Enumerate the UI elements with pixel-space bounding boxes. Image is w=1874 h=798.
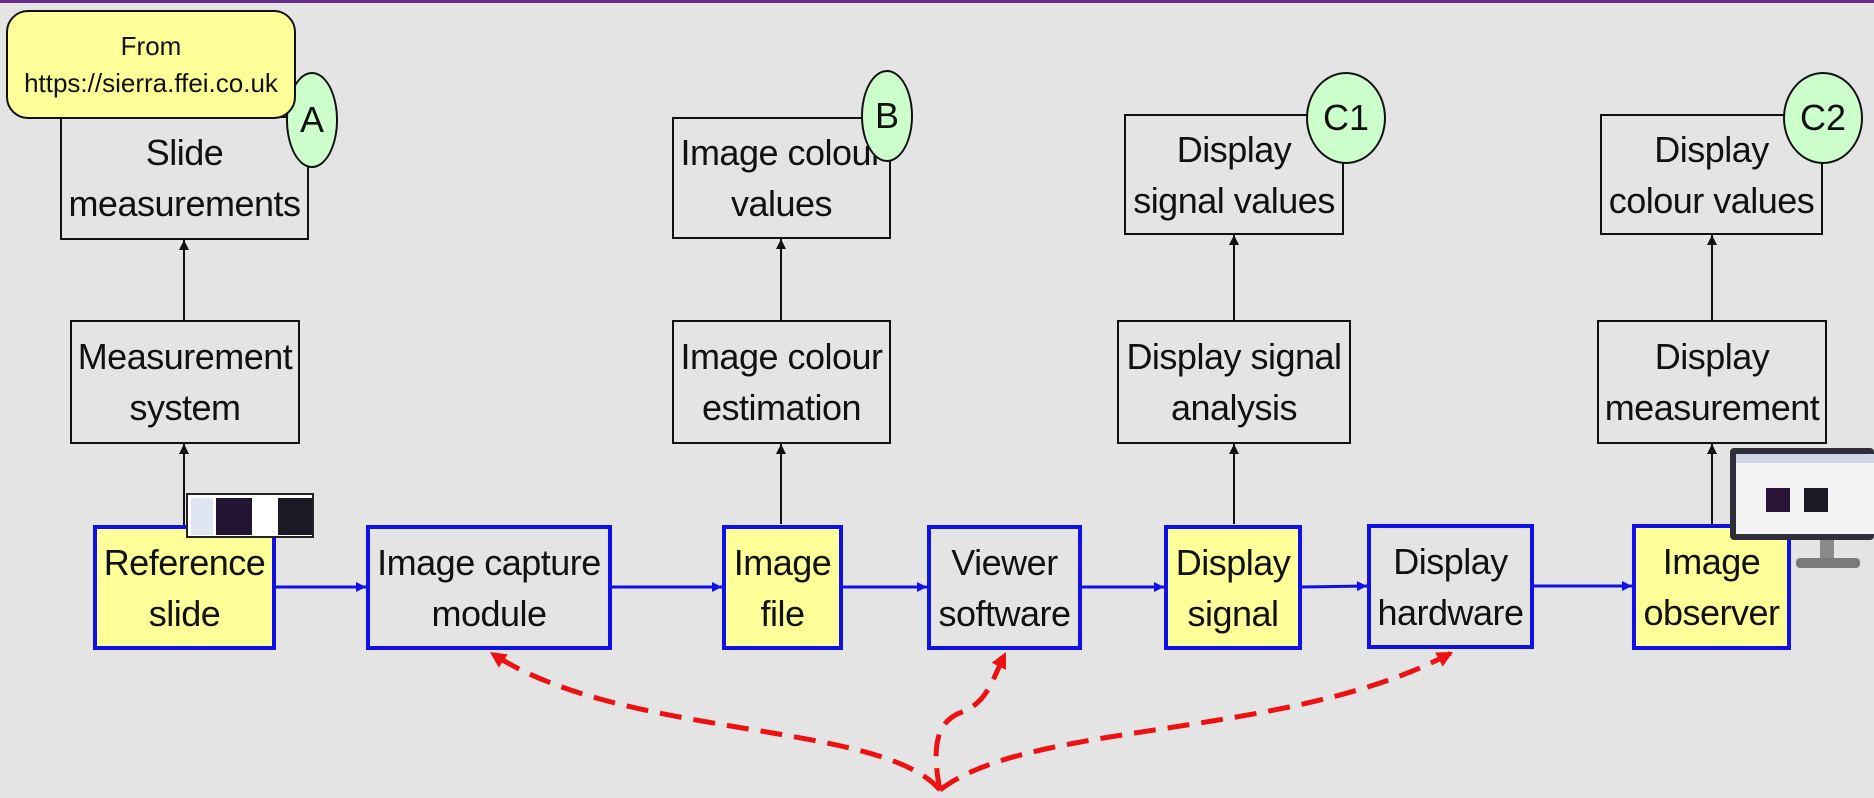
display-signal-analysis-label: Display signal analysis [1126, 336, 1342, 428]
badge-c1: C1 [1306, 72, 1386, 164]
viewer-software-box: Viewer software [927, 525, 1082, 650]
source-callout: From https://sierra.ffei.co.uk [6, 10, 296, 119]
viewer-software-label: Viewer software [938, 541, 1071, 634]
reference-slide-box: Reference slide [93, 525, 276, 650]
measurement-system-label: Measurement system [77, 336, 293, 428]
image-colour-estimation-box: Image colour estimation [672, 320, 891, 444]
slide-thumbnail-image [186, 493, 314, 538]
display-signal-box: Display signal [1164, 525, 1302, 650]
reference-slide-label: Reference slide [103, 541, 266, 634]
display-signal-values-label: Display signal values [1133, 128, 1335, 221]
display-signal-analysis-box: Display signal analysis [1117, 320, 1351, 444]
display-colour-values-label: Display colour values [1608, 128, 1815, 221]
image-capture-module-label: Image capture module [377, 541, 601, 634]
measurement-system-box: Measurement system [70, 320, 300, 444]
display-hardware-box: Display hardware [1367, 524, 1534, 649]
image-observer-box: Image observer [1632, 524, 1791, 650]
top-accent-bar [0, 0, 1874, 3]
display-signal-values-box: Display signal values [1124, 114, 1344, 235]
dashed-arrow [488, 649, 942, 792]
monitor-icon [1730, 448, 1874, 572]
flow-arrow [1301, 581, 1368, 592]
image-file-label: Image file [733, 541, 832, 634]
display-signal-label: Display signal [1175, 541, 1291, 634]
badge-b: B [861, 70, 913, 162]
slide-measurements-box: Slide measurements [60, 116, 309, 240]
image-observer-label: Image observer [1643, 541, 1780, 633]
image-colour-values-box: Image colour values [672, 117, 891, 239]
dashed-arrow [938, 649, 1455, 792]
image-capture-module-box: Image capture module [366, 525, 612, 650]
image-file-box: Image file [722, 525, 843, 650]
source-callout-text: From https://sierra.ffei.co.uk [24, 30, 278, 98]
badge-c2: C2 [1783, 72, 1863, 164]
image-colour-values-label: Image colour values [680, 132, 883, 224]
image-colour-estimation-label: Image colour estimation [680, 336, 883, 428]
dashed-arrow [933, 650, 1009, 791]
slide-measurements-label: Slide measurements [68, 132, 301, 224]
display-measurement-box: Display measurement [1597, 320, 1827, 444]
display-hardware-label: Display hardware [1377, 540, 1524, 633]
display-measurement-label: Display measurement [1604, 336, 1820, 428]
